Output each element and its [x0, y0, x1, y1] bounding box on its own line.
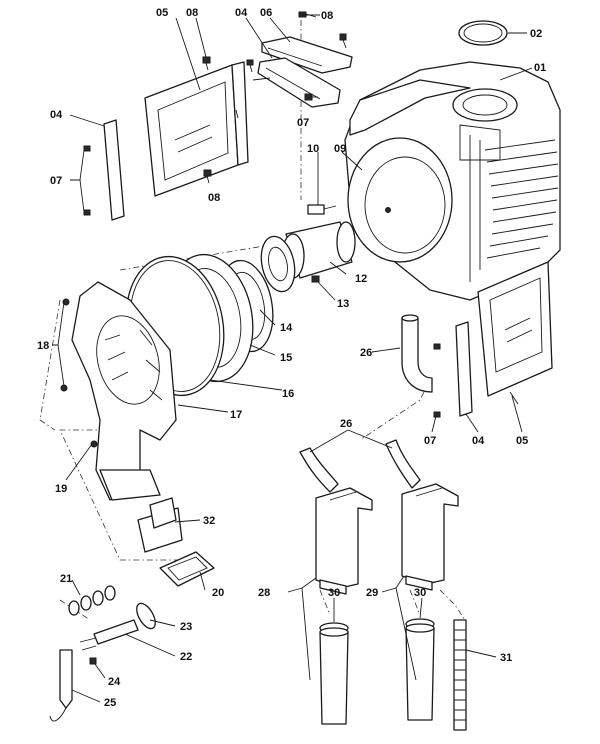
part-05-mounting-frame-right: [477, 261, 553, 397]
part-05-mounting-frame-left: [144, 61, 249, 197]
label-21: 21: [60, 573, 72, 585]
label-05-left: 05: [156, 7, 168, 19]
leader-lines: [52, 14, 533, 703]
label-22: 22: [180, 651, 192, 663]
screws: [83, 11, 347, 216]
label-29: 29: [366, 587, 378, 599]
part-19-front-cover: [60, 281, 177, 501]
label-07-top: 07: [297, 117, 309, 129]
label-18: 18: [37, 340, 49, 352]
part-32-connector-box: [137, 497, 183, 553]
part-04-bracket-left: [103, 119, 125, 221]
screw-08-frame-top: [202, 56, 211, 71]
screw-07-bracket-2: [304, 93, 318, 101]
callout-labels: 05 08 04 06 08 02 01 04 07 10 09 07 08 1…: [37, 7, 546, 709]
label-01: 01: [534, 62, 546, 74]
label-04-right: 04: [472, 435, 485, 447]
label-02: 02: [530, 28, 542, 40]
screw-08-top: [298, 11, 317, 18]
label-04-left: 04: [50, 109, 63, 121]
screw-07-left-b: [83, 209, 91, 216]
label-26-upper: 26: [360, 347, 372, 359]
label-30-right: 30: [414, 587, 426, 599]
label-20: 20: [212, 587, 224, 599]
label-15: 15: [280, 352, 292, 364]
screw-07-left-a: [83, 145, 91, 152]
screw-08-right: [339, 33, 347, 49]
part-01-heat-exchanger: [344, 61, 561, 301]
part-25-ignition-cable: [49, 649, 73, 722]
part-13-screw: [311, 275, 320, 283]
part-31-corrugated-hose: [453, 619, 467, 731]
label-31: 31: [500, 652, 512, 664]
label-06: 06: [260, 7, 272, 19]
part-23-clip: [136, 602, 156, 630]
label-13: 13: [337, 298, 349, 310]
label-25: 25: [104, 697, 116, 709]
part-24-screw: [89, 657, 97, 665]
label-19: 19: [55, 483, 67, 495]
label-04-top: 04: [235, 7, 248, 19]
label-10: 10: [307, 143, 319, 155]
label-17: 17: [230, 409, 242, 421]
label-28: 28: [258, 587, 270, 599]
label-14: 14: [280, 322, 293, 334]
label-30-left: 30: [328, 587, 340, 599]
label-16: 16: [282, 388, 294, 400]
siphon-left: [299, 447, 373, 595]
label-09: 09: [334, 143, 346, 155]
label-07-right: 07: [424, 435, 436, 447]
part-22-electrode: [79, 619, 139, 651]
part-20-gasket-frame: [159, 551, 215, 587]
screw-08-frame-bottom: [203, 169, 212, 184]
label-24: 24: [108, 676, 121, 688]
part-02-sealing-ring: [458, 20, 508, 46]
label-32: 32: [203, 515, 215, 527]
screw-07-bracket: [246, 59, 254, 73]
label-08-bottom: 08: [208, 192, 220, 204]
label-26-lower: 26: [340, 418, 352, 430]
part-14-flange: [260, 235, 296, 293]
part-04-bracket-right: [433, 321, 473, 418]
label-23: 23: [180, 621, 192, 633]
label-08-top-right: 08: [321, 10, 333, 22]
label-07-left: 07: [50, 175, 62, 187]
siphon-right: [385, 439, 459, 591]
label-12: 12: [355, 273, 367, 285]
label-05-right: 05: [516, 435, 528, 447]
part-21-o-rings: [68, 585, 116, 616]
part-26-condensate-elbow: [401, 314, 433, 393]
label-08-top-left: 08: [186, 7, 198, 19]
part-06-bracket-strip: [261, 36, 353, 74]
siphon-tubes: [319, 623, 435, 725]
part-10-sensor: [307, 204, 337, 215]
